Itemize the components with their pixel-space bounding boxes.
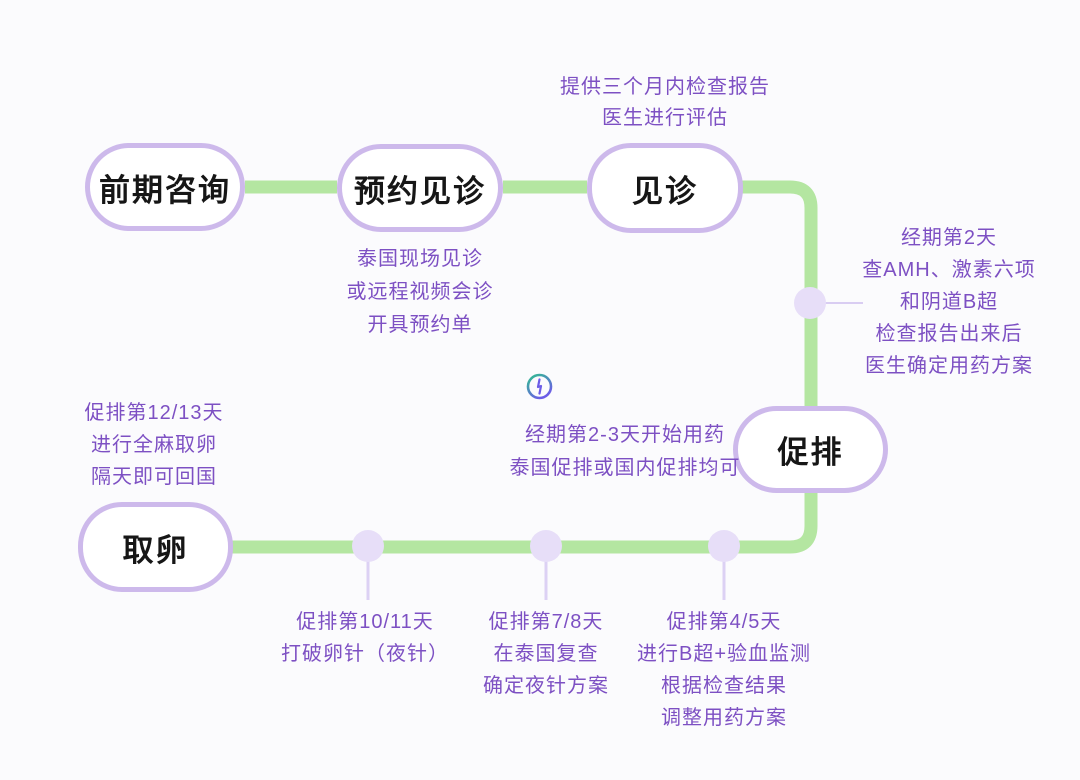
- node-consultation-label: 前期咨询: [99, 172, 231, 208]
- annotation-line: 打破卵针（夜针）: [281, 643, 449, 665]
- annotation-line: 进行B超+验血监测: [636, 643, 812, 665]
- annotation-line: 提供三个月内检查报告: [560, 76, 770, 98]
- annotation-line: 隔天即可回国: [91, 466, 217, 488]
- node-booking-label: 预约见诊: [354, 173, 486, 209]
- clock-icon: [526, 373, 553, 400]
- annotation-line: 检查报告出来后: [875, 323, 1023, 345]
- annotation-line: 在泰国复查: [493, 643, 599, 665]
- annotation-line: 和阴道B超: [899, 291, 999, 313]
- node-booking: 预约见诊: [337, 144, 503, 232]
- timeline-dot-day4: [708, 530, 740, 562]
- annotation-above-retrieval: 促排第12/13天 进行全麻取卵 隔天即可回国: [29, 397, 279, 493]
- timeline-dot-day7: [530, 530, 562, 562]
- annotation-line: 进行全麻取卵: [91, 434, 217, 456]
- annotation-line: 促排第4/5天: [666, 611, 782, 633]
- node-consultation: 前期咨询: [85, 143, 245, 231]
- annotation-line: 医生确定用药方案: [865, 355, 1033, 377]
- node-visit: 见诊: [587, 143, 743, 233]
- annotation-line: 或远程视频会诊: [346, 281, 494, 303]
- annotation-milestone-day4: 促排第4/5天 进行B超+验血监测 根据检查结果 调整用药方案: [599, 606, 849, 734]
- annotation-line: 开具预约单: [367, 314, 473, 336]
- annotation-line: 确定夜针方案: [483, 675, 609, 697]
- annotation-menses-day2: 经期第2天 查AMH、激素六项 和阴道B超 检查报告出来后 医生确定用药方案: [824, 222, 1074, 382]
- annotation-line: 根据检查结果: [661, 675, 787, 697]
- node-visit-label: 见诊: [632, 173, 698, 209]
- annotation-line: 查AMH、激素六项: [862, 259, 1036, 281]
- annotation-start-medication: 经期第2-3天开始用药 泰国促排或国内促排均可: [475, 419, 775, 485]
- node-stimulation: 促排: [733, 406, 888, 493]
- annotation-line: 促排第7/8天: [488, 611, 604, 633]
- timeline-dot-day10: [352, 530, 384, 562]
- annotation-above-visit: 提供三个月内检查报告 医生进行评估: [515, 72, 815, 134]
- annotation-line: 经期第2-3天开始用药: [525, 424, 725, 446]
- timeline-dot-menses-check: [794, 287, 826, 319]
- annotation-line: 经期第2天: [900, 227, 998, 249]
- annotation-line: 泰国促排或国内促排均可: [509, 457, 741, 479]
- annotation-line: 医生进行评估: [602, 107, 728, 129]
- annotation-line: 促排第10/11天: [296, 611, 434, 633]
- annotation-line: 促排第12/13天: [84, 402, 224, 424]
- node-retrieval-label: 取卵: [122, 532, 189, 568]
- annotation-below-booking: 泰国现场见诊 或远程视频会诊 开具预约单: [270, 243, 570, 342]
- annotation-line: 泰国现场见诊: [357, 248, 483, 270]
- node-retrieval: 取卵: [78, 502, 233, 592]
- annotation-line: 调整用药方案: [661, 707, 787, 729]
- node-stimulation-label: 促排: [777, 435, 844, 470]
- annotation-milestone-day7: 促排第7/8天 在泰国复查 确定夜针方案: [421, 606, 671, 702]
- annotation-milestone-day10: 促排第10/11天 打破卵针（夜针）: [240, 606, 490, 670]
- flow-line-visit-stimulation-retrieval: [232, 180, 818, 554]
